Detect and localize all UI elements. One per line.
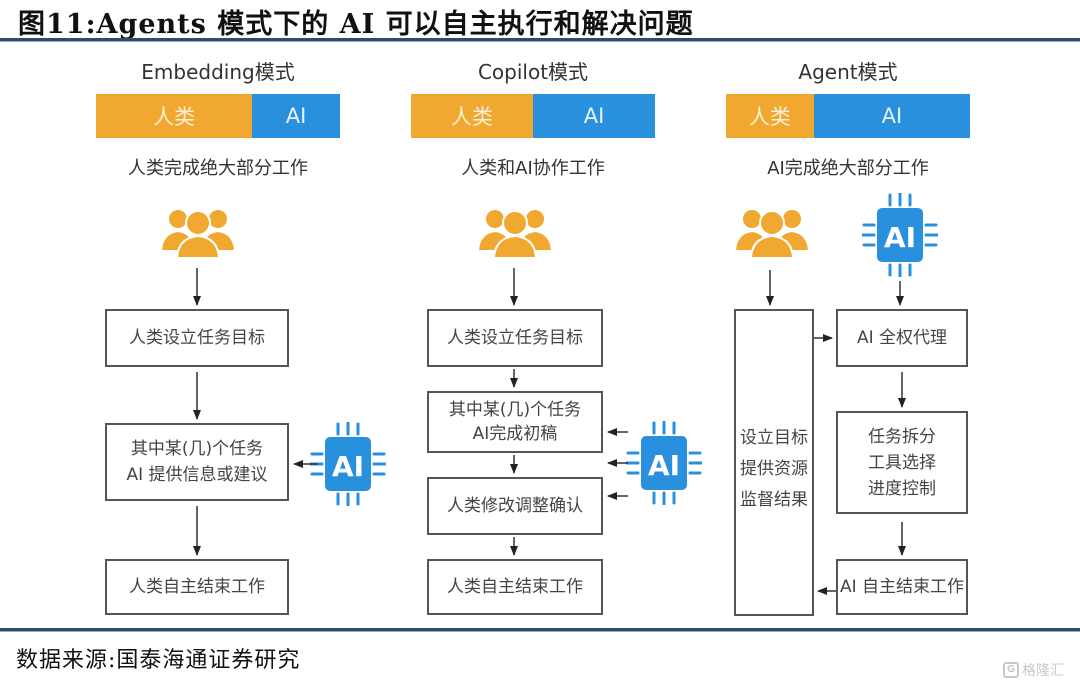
watermark-logo-icon: G — [1003, 662, 1019, 678]
step-text: 任务拆分 — [868, 426, 936, 447]
step-box: 其中某(几)个任务 AI完成初稿 — [427, 391, 603, 453]
top-rule — [0, 38, 1080, 42]
step-text: AI 提供信息或建议 — [126, 465, 268, 485]
mode-title-agent: Agent模式 — [798, 60, 898, 84]
step-text: 人类自主结束工作 — [129, 577, 265, 597]
step-box: AI 全权代理 — [836, 309, 968, 367]
watermark-text: 格隆汇 — [1022, 663, 1064, 679]
share-bar-ai: AI — [813, 94, 970, 138]
step-box: AI 自主结束工作 — [836, 559, 968, 615]
step-box: 人类设立任务目标 — [427, 309, 603, 367]
mode-title-embedding: Embedding模式 — [141, 60, 295, 84]
step-text: 工具选择 — [868, 452, 936, 473]
step-text: 人类设立任务目标 — [447, 328, 583, 348]
step-box: 人类自主结束工作 — [427, 559, 603, 615]
share-bar-copilot: 人类 AI — [411, 94, 655, 138]
step-box: 人类修改调整确认 — [427, 477, 603, 535]
ai-chip-label: AI — [332, 450, 364, 483]
oversight-text: 设立目标 — [740, 428, 808, 448]
ai-chip-icon: AI — [862, 193, 938, 277]
step-box: 人类设立任务目标 — [105, 309, 289, 367]
people-icon — [160, 208, 236, 259]
ai-chip-icon: AI — [310, 422, 386, 506]
mode-caption-embedding: 人类完成绝大部分工作 — [128, 158, 308, 179]
ai-chip-label: AI — [884, 221, 916, 254]
step-text: 人类自主结束工作 — [447, 577, 583, 597]
step-box: 其中某(几)个任务 AI 提供信息或建议 — [105, 423, 289, 501]
oversight-text: 监督结果 — [740, 490, 808, 510]
human-oversight-box: 设立目标 提供资源 监督结果 — [734, 309, 814, 616]
share-bar-agent: 人类 AI — [726, 94, 970, 138]
source-note: 数据来源:国泰海通证券研究 — [16, 648, 301, 673]
watermark: G 格隆汇 — [1003, 660, 1064, 680]
share-bar-human: 人类 — [726, 94, 814, 138]
step-text: 其中某(几)个任务 — [130, 439, 264, 459]
step-text: AI完成初稿 — [472, 424, 558, 444]
ai-chip-label: AI — [648, 449, 680, 482]
people-icon — [477, 208, 553, 259]
step-box: 任务拆分 工具选择 进度控制 — [836, 411, 968, 514]
people-icon — [734, 208, 810, 259]
mode-caption-copilot: 人类和AI协作工作 — [461, 158, 605, 179]
share-bar-ai: AI — [533, 94, 655, 138]
step-text: AI 全权代理 — [856, 328, 948, 348]
oversight-text: 提供资源 — [740, 459, 808, 479]
step-text: AI 自主结束工作 — [839, 577, 965, 597]
ai-chip-icon: AI — [626, 421, 702, 505]
step-box: 人类自主结束工作 — [105, 559, 289, 615]
share-bar-embedding: 人类 AI — [96, 94, 340, 138]
bottom-rule — [0, 628, 1080, 632]
mode-title-copilot: Copilot模式 — [477, 60, 589, 84]
share-bar-human: 人类 — [96, 94, 253, 138]
figure-title: 图11:Agents 模式下的 AI 可以自主执行和解决问题 — [18, 9, 694, 40]
share-bar-ai: AI — [252, 94, 340, 138]
mode-caption-agent: AI完成绝大部分工作 — [767, 158, 929, 179]
share-bar-human: 人类 — [411, 94, 533, 138]
step-text: 人类设立任务目标 — [129, 328, 265, 348]
step-text: 其中某(几)个任务 — [448, 400, 582, 420]
step-text: 人类修改调整确认 — [447, 496, 583, 516]
step-text: 进度控制 — [868, 478, 936, 499]
